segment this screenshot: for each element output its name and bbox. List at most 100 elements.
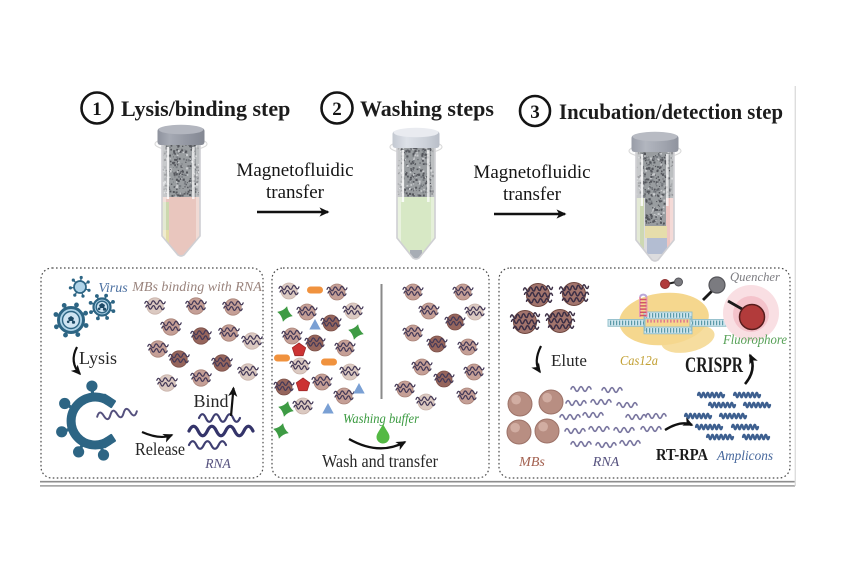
step-3-header: 3 Incubation/detection step bbox=[518, 94, 783, 128]
crispr-label: CRISPR bbox=[685, 352, 744, 377]
bind-arrow bbox=[228, 386, 238, 417]
bead-rna-strand bbox=[456, 389, 478, 396]
bead-rna-strand bbox=[457, 394, 477, 401]
tube-content bbox=[645, 226, 667, 238]
magnetic-bead-icon bbox=[320, 314, 342, 332]
magnetic-bead-rna-icon bbox=[522, 283, 554, 307]
magnetic-bead-icon bbox=[456, 387, 478, 405]
tube-1 bbox=[154, 124, 208, 257]
magnetic-bead-icon bbox=[168, 350, 190, 368]
rna-squiggle-icon bbox=[570, 385, 592, 393]
bead-rna-strand bbox=[185, 299, 207, 306]
magnetic-bead-icon bbox=[160, 318, 182, 336]
mbs-binding-title: MBs binding with RNA bbox=[131, 280, 262, 295]
tube-cap-top bbox=[393, 127, 439, 138]
bead-rna-strand bbox=[458, 345, 478, 352]
bead-rna-strand bbox=[218, 326, 240, 333]
rna-squiggle-icon bbox=[640, 425, 662, 433]
amplicon-icon bbox=[730, 423, 760, 431]
magnetic-bead-icon bbox=[190, 327, 212, 345]
step-1-label: Lysis/binding step bbox=[121, 96, 290, 121]
bead-rna-strand bbox=[434, 377, 454, 384]
step-1-number: 1 bbox=[92, 99, 102, 120]
step-1-number-circle bbox=[80, 91, 114, 125]
bead-rna-strand bbox=[293, 404, 313, 411]
release-label: Release bbox=[135, 439, 185, 459]
magnetic-bead-icon bbox=[333, 387, 355, 405]
reporter-quencher bbox=[674, 277, 683, 287]
magnetic-bead-plain-icon bbox=[534, 418, 560, 444]
magnetic-bead-icon bbox=[281, 327, 303, 345]
magnetic-bead-icon bbox=[273, 378, 295, 396]
impurity-pill-icon bbox=[274, 354, 290, 362]
dna-bubble-link bbox=[643, 315, 693, 332]
elute-arrow bbox=[531, 345, 542, 374]
impurity-triangle-icon bbox=[322, 403, 334, 414]
magnetic-bead-icon bbox=[339, 363, 361, 381]
magnetic-bead-icon bbox=[464, 303, 486, 321]
magnetic-bead-icon bbox=[463, 363, 485, 381]
crRNA-strand bbox=[650, 319, 652, 323]
transfer-2: Magnetofluidic transfer bbox=[473, 162, 591, 219]
bead-rna-strand bbox=[190, 371, 212, 378]
tube-cap-top bbox=[158, 124, 204, 135]
rna-squiggle-icon bbox=[590, 398, 612, 406]
bead-rna-strand bbox=[464, 305, 486, 312]
step-2-label: Washing steps bbox=[360, 96, 494, 121]
released-rna-icon bbox=[96, 407, 138, 421]
rna-label-panel3: RNA bbox=[592, 455, 620, 470]
bead-rna-strand bbox=[426, 337, 448, 344]
transfer-1-line1: Magnetofluidic bbox=[236, 160, 353, 181]
magnetic-bead-icon bbox=[342, 302, 364, 320]
rna-squiggle-icon bbox=[588, 425, 610, 433]
tube-content bbox=[162, 243, 169, 254]
wash-arrow bbox=[348, 437, 407, 451]
magnetic-bead-icon bbox=[334, 339, 356, 357]
bead-rna-strand bbox=[427, 342, 447, 349]
amplicon-icon bbox=[741, 433, 771, 441]
bead-rna-strand bbox=[156, 376, 178, 383]
bead-rna-strand bbox=[191, 334, 211, 341]
step-2-number: 2 bbox=[332, 99, 342, 120]
virus-icon bbox=[88, 293, 116, 321]
tube-content bbox=[410, 250, 422, 259]
transfer-1: Magnetofluidic transfer bbox=[236, 160, 354, 217]
bead-rna-strand bbox=[148, 347, 168, 354]
impurity-star-icon bbox=[348, 324, 364, 340]
bead-rna-strand bbox=[144, 299, 166, 306]
panel-3-icons bbox=[506, 276, 779, 449]
rna-label-panel1: RNA bbox=[204, 456, 231, 471]
magnetic-bead-rna-icon bbox=[509, 310, 541, 334]
impurity-pill-icon bbox=[307, 286, 323, 294]
fluorophore-label: Fluorophore bbox=[722, 332, 787, 347]
rna-squiggle-icon bbox=[582, 411, 604, 419]
tube-content bbox=[162, 230, 169, 243]
bead-rna-strand bbox=[145, 304, 165, 311]
crRNA-strand bbox=[680, 319, 682, 323]
bead-rna-strand bbox=[321, 321, 341, 328]
lysis-label: Lysis bbox=[79, 348, 117, 368]
magnetic-bead-icon bbox=[144, 297, 166, 315]
magnetic-bead-plain-icon bbox=[506, 419, 532, 445]
magnetic-bead-icon bbox=[402, 283, 424, 301]
tubes bbox=[154, 124, 682, 262]
magnetic-bead-icon bbox=[311, 373, 333, 391]
crRNA-strand bbox=[656, 319, 659, 323]
bead-rna-strand bbox=[523, 291, 554, 298]
rna-squiggle-icon bbox=[616, 401, 638, 409]
dna-bubble-top bbox=[643, 311, 693, 320]
rna-wave-icon bbox=[197, 413, 242, 423]
crRNA-hairpin bbox=[639, 293, 648, 317]
target-dna-right bbox=[689, 319, 727, 327]
magnetic-bead-icon bbox=[444, 313, 466, 331]
magnetic-bead-icon bbox=[411, 358, 433, 376]
bead-rna-strand bbox=[290, 364, 310, 371]
rna-squiggle-icon bbox=[601, 386, 623, 394]
bead-rna-strand bbox=[561, 296, 589, 303]
wash-transfer-label: Wash and transfer bbox=[322, 451, 438, 471]
magnetic-bead-icon bbox=[394, 380, 416, 398]
elute-label: Elute bbox=[551, 351, 587, 370]
rna-squiggle-icon bbox=[565, 399, 587, 407]
amplicon-icon bbox=[705, 433, 735, 441]
bead-rna-strand bbox=[525, 297, 553, 304]
